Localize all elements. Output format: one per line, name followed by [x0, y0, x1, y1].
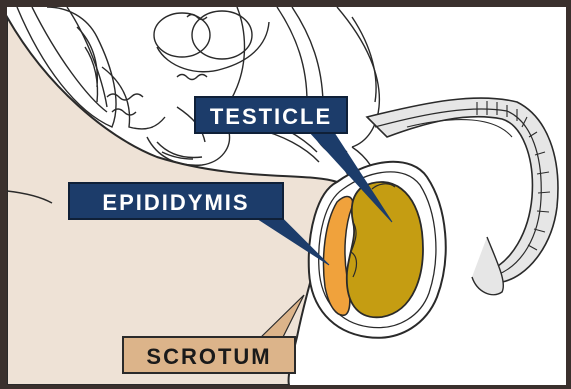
testicle-shape [347, 182, 423, 317]
epididymis-label-text: EPIDIDYMIS [102, 190, 249, 215]
scrotum-label-text: SCROTUM [146, 344, 271, 369]
anatomy-illustration: TESTICLE EPIDIDYMIS SCROTUM [7, 7, 566, 385]
testicle-label-text: TESTICLE [210, 104, 332, 129]
